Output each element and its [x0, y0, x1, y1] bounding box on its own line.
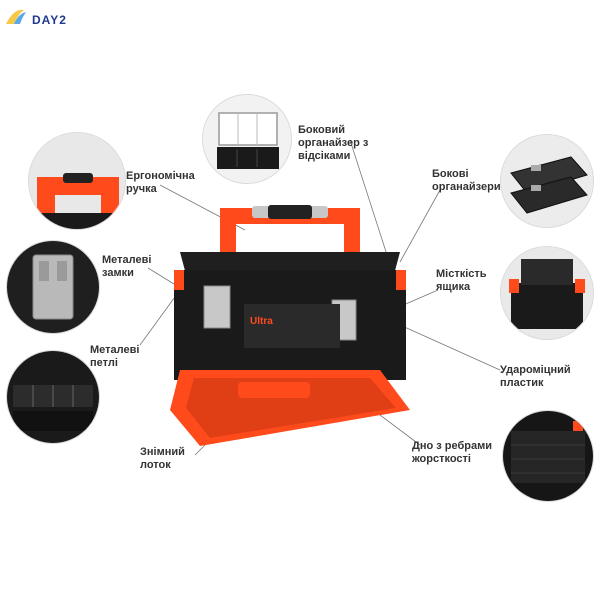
- label-metal-loops: Металеві петлі: [90, 344, 140, 369]
- label-removable-tray: Знімний лоток: [140, 446, 185, 471]
- day2-logo-icon: [6, 9, 26, 24]
- day2-logo: DAY2: [4, 6, 84, 30]
- metal-lock-circle: [6, 240, 100, 334]
- organizer-compartments-circle: [202, 94, 292, 184]
- label-ribbed-bottom: Дно з ребрами жорсткості: [412, 440, 493, 465]
- label-capacity: Місткість ящика: [436, 268, 487, 293]
- metal-loops-circle: [6, 350, 100, 444]
- label-side-organizers: Бокові органайзери: [432, 168, 501, 193]
- logo-text: DAY2: [32, 13, 67, 27]
- capacity-circle: [500, 246, 594, 340]
- ribbed-bottom-circle: [502, 410, 594, 502]
- label-metal-locks: Металеві замки: [102, 254, 152, 279]
- toolbox-illustration: Ultra: [170, 205, 410, 446]
- label-impact-plastic: Удароміцний пластик: [500, 364, 571, 389]
- side-organizers-circle: [500, 134, 594, 228]
- label-side-organizer-compartments: Боковий органайзер з відсіками: [298, 124, 369, 162]
- handle-detail-circle: [28, 132, 126, 230]
- toolbox-brand-text: Ultra: [250, 316, 273, 327]
- label-handle: Ергономічна ручка: [126, 170, 195, 195]
